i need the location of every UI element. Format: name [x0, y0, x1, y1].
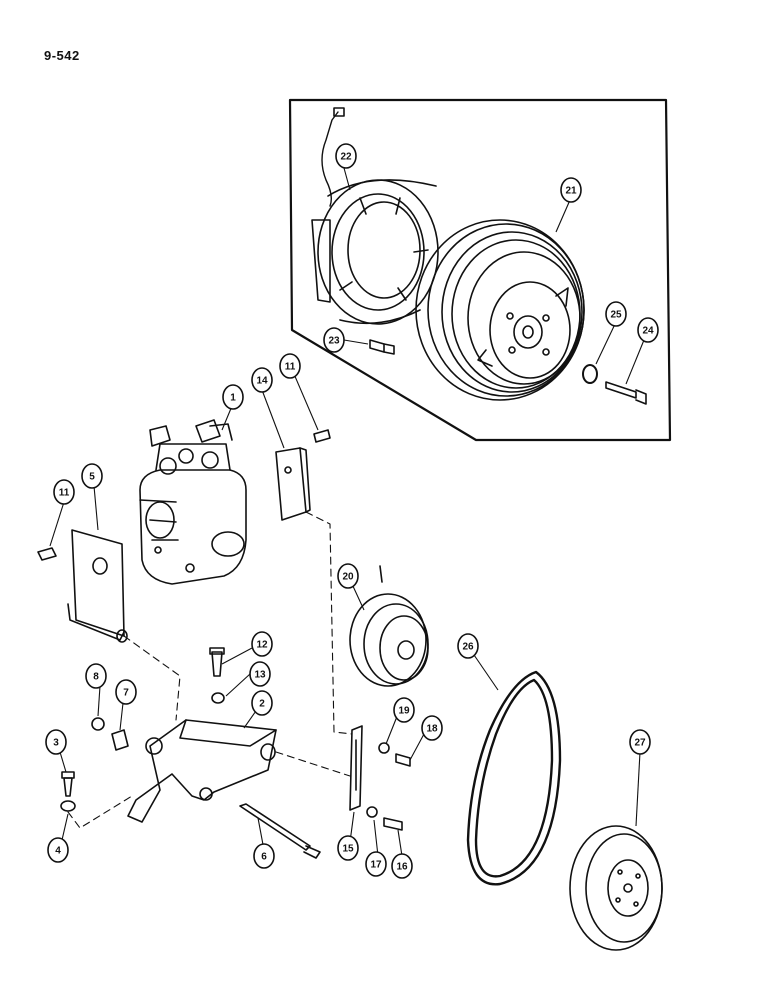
callout-1: 1 — [222, 384, 244, 410]
callout-20: 20 — [337, 563, 359, 589]
bolt-23 — [369, 339, 395, 355]
callout-17: 17 — [365, 851, 387, 877]
callout-8: 8 — [85, 663, 107, 689]
callout-13: 13 — [249, 661, 271, 687]
washer-17 — [366, 806, 378, 818]
crank-pulley — [569, 825, 663, 951]
page-number: 9-542 — [44, 48, 80, 63]
callout-4: 4 — [47, 837, 69, 863]
clutch-inset-frame — [288, 98, 672, 442]
callout-label: 27 — [634, 738, 646, 749]
callout-25: 25 — [605, 301, 627, 327]
mounting-plate — [67, 529, 128, 643]
bolt-11-right — [313, 429, 331, 443]
callout-16: 16 — [391, 853, 413, 879]
callout-11b: 11 — [53, 479, 75, 505]
bolt-3 — [61, 771, 75, 797]
callout-2: 2 — [251, 690, 273, 716]
spacer-7 — [111, 729, 129, 751]
callout-label: 15 — [342, 844, 354, 855]
bolt-12 — [209, 647, 225, 677]
callout-11a: 11 — [279, 353, 301, 379]
callout-label: 7 — [123, 688, 129, 699]
callout-3: 3 — [45, 729, 67, 755]
callout-label: 2 — [259, 699, 265, 710]
nut-13 — [211, 692, 225, 704]
clutch-pulley-small — [349, 565, 429, 687]
callout-21: 21 — [560, 177, 582, 203]
alignment-lines — [67, 511, 353, 829]
callout-label: 20 — [342, 572, 354, 583]
long-bolt — [239, 803, 321, 859]
callout-24: 24 — [637, 317, 659, 343]
bolt-16 — [383, 817, 403, 831]
callout-label: 14 — [256, 376, 268, 387]
callout-6: 6 — [253, 843, 275, 869]
callout-label: 13 — [254, 670, 266, 681]
clutch-pulley-large — [415, 219, 585, 401]
compressor — [139, 419, 247, 585]
bolt-18 — [395, 753, 411, 767]
callout-14: 14 — [251, 367, 273, 393]
callout-15: 15 — [337, 835, 359, 861]
callout-label: 11 — [285, 362, 296, 373]
bolt-24 — [605, 381, 647, 405]
callout-label: 23 — [328, 336, 340, 347]
callout-label: 11 — [59, 488, 70, 499]
field-coil — [311, 107, 439, 325]
callout-label: 25 — [610, 310, 622, 321]
callout-22: 22 — [335, 143, 357, 169]
washer-19 — [378, 742, 390, 754]
callout-7: 7 — [115, 679, 137, 705]
washer-4 — [60, 800, 76, 812]
callout-label: 5 — [89, 472, 95, 483]
callout-12: 12 — [251, 631, 273, 657]
callout-19: 19 — [393, 697, 415, 723]
callout-label: 16 — [396, 862, 408, 873]
callout-label: 12 — [256, 640, 268, 651]
callout-27: 27 — [629, 729, 651, 755]
callout-label: 1 — [230, 393, 236, 404]
callout-label: 19 — [398, 706, 410, 717]
callout-label: 26 — [462, 642, 474, 653]
callout-26: 26 — [457, 633, 479, 659]
callout-5: 5 — [81, 463, 103, 489]
callout-label: 17 — [370, 860, 382, 871]
callout-label: 4 — [55, 846, 61, 857]
leader-lines — [49, 167, 645, 857]
bracket-14 — [275, 447, 311, 521]
callout-18: 18 — [421, 715, 443, 741]
bolt-11-left — [37, 547, 57, 561]
washer-25 — [582, 364, 598, 384]
callout-label: 6 — [261, 852, 267, 863]
callout-label: 8 — [93, 672, 99, 683]
nut-8 — [91, 717, 105, 731]
callout-label: 24 — [642, 326, 654, 337]
compressor-bracket — [127, 719, 277, 823]
callout-label: 3 — [53, 738, 59, 749]
callout-label: 21 — [565, 186, 577, 197]
callout-23: 23 — [323, 327, 345, 353]
callout-label: 22 — [340, 152, 352, 163]
callout-label: 18 — [426, 724, 438, 735]
drive-belt — [466, 670, 562, 886]
adjusting-strap — [349, 725, 363, 811]
